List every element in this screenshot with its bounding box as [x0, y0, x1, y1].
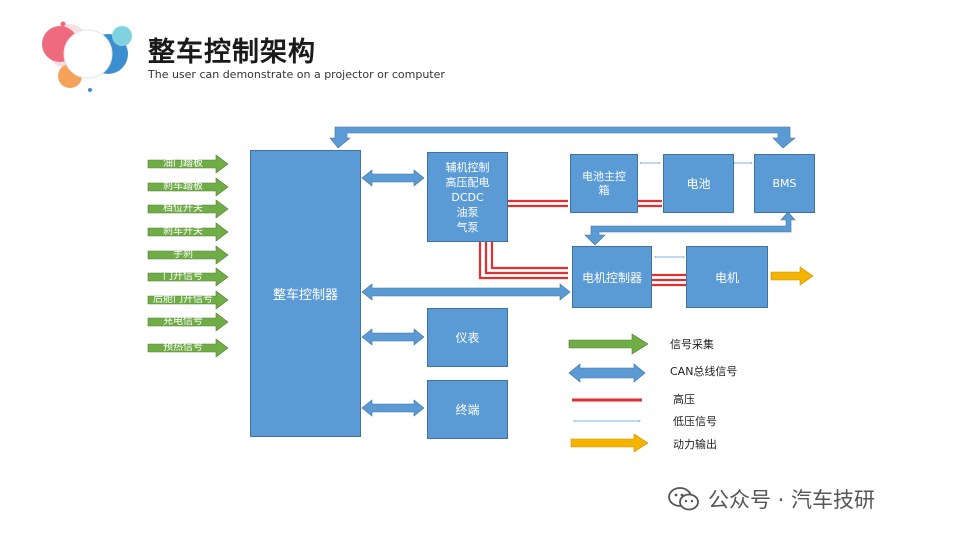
legend-power-label: 动力输出	[673, 438, 717, 451]
signal-arrow-9	[147, 338, 229, 358]
can-arrow-terminal	[361, 399, 425, 417]
signal-arrow-6	[147, 267, 229, 287]
watermark-text: 公众号 · 汽车技研	[708, 488, 876, 512]
battery-box: 电池	[663, 154, 734, 213]
signal-arrow-7	[147, 290, 229, 310]
signal-label: 充电信号	[163, 316, 203, 327]
signal-arrows	[147, 154, 229, 358]
aux-label: 高压配电	[445, 175, 490, 189]
can-arrow-aux	[361, 169, 425, 187]
can-top-loop	[329, 126, 796, 149]
bms-box: BMS	[754, 154, 815, 213]
legend-can-arrow	[568, 363, 646, 383]
legend-can-label: CAN总线信号	[670, 365, 738, 378]
can-arrow-meter	[361, 328, 425, 346]
signal-label: 刹车踏板	[163, 181, 203, 192]
page-subtitle: The user can demonstrate on a projector …	[148, 68, 445, 81]
can-double-arrows	[361, 169, 571, 417]
vcu-box: 整车控制器	[250, 150, 361, 437]
can-bms-motor	[584, 211, 796, 246]
page-title: 整车控制架构	[148, 37, 316, 68]
watermark: 公众号 · 汽车技研	[668, 484, 875, 514]
signal-arrow-1	[147, 154, 229, 174]
legend-signal-label: 信号采集	[670, 338, 714, 351]
wechat-icon	[668, 487, 699, 511]
meter-box: 仪表	[427, 308, 508, 367]
signal-arrow-8	[147, 312, 229, 332]
signal-label: 油门踏板	[163, 158, 203, 169]
legend-signal-arrow	[568, 333, 649, 355]
aux-label: 气泵	[456, 220, 479, 234]
battery-main-label: 电池主控	[582, 169, 626, 183]
signal-label: 刹车开关	[163, 226, 203, 237]
aux-label: 油泵	[456, 205, 479, 219]
signal-arrow-4	[147, 222, 229, 242]
battery-main-label: 箱	[598, 183, 610, 197]
lv-lines	[639, 162, 753, 258]
signal-label: 门开信号	[163, 271, 203, 282]
hv-lines	[478, 199, 686, 287]
signal-label: 预热信号	[163, 342, 203, 353]
legend-lv-label: 低压信号	[673, 415, 717, 428]
terminal-box: 终端	[427, 380, 508, 439]
signal-label: 档位开关	[163, 203, 203, 214]
battery-main-box: 电池主控 箱	[570, 154, 638, 213]
signal-label: 手刹	[173, 249, 193, 260]
aux-label: 辅机控制	[445, 160, 490, 174]
can-arrow-motor	[361, 283, 571, 301]
power-output-arrow	[770, 266, 814, 286]
motor-box: 电机	[686, 246, 768, 308]
signal-arrow-2	[147, 177, 229, 197]
bms-label: BMS	[772, 177, 797, 190]
motor-controller-box: 电机控制器	[572, 246, 652, 308]
signal-arrow-5	[147, 245, 229, 265]
legend-power-arrow	[570, 433, 649, 453]
motor-controller-label: 电机控制器	[581, 270, 642, 285]
signal-label: 后舱门开信号	[153, 294, 213, 305]
signal-arrow-3	[147, 199, 229, 219]
logo-circles	[42, 21, 132, 92]
terminal-label: 终端	[455, 403, 480, 417]
aux-control-box: 辅机控制 高压配电 DCDC 油泵 气泵	[427, 152, 508, 242]
meter-label: 仪表	[455, 331, 480, 345]
vcu-label: 整车控制器	[272, 288, 338, 303]
aux-label: DCDC	[451, 190, 484, 204]
legend-hv-label: 高压	[673, 393, 695, 406]
battery-label: 电池	[686, 177, 711, 191]
motor-label: 电机	[714, 270, 739, 285]
